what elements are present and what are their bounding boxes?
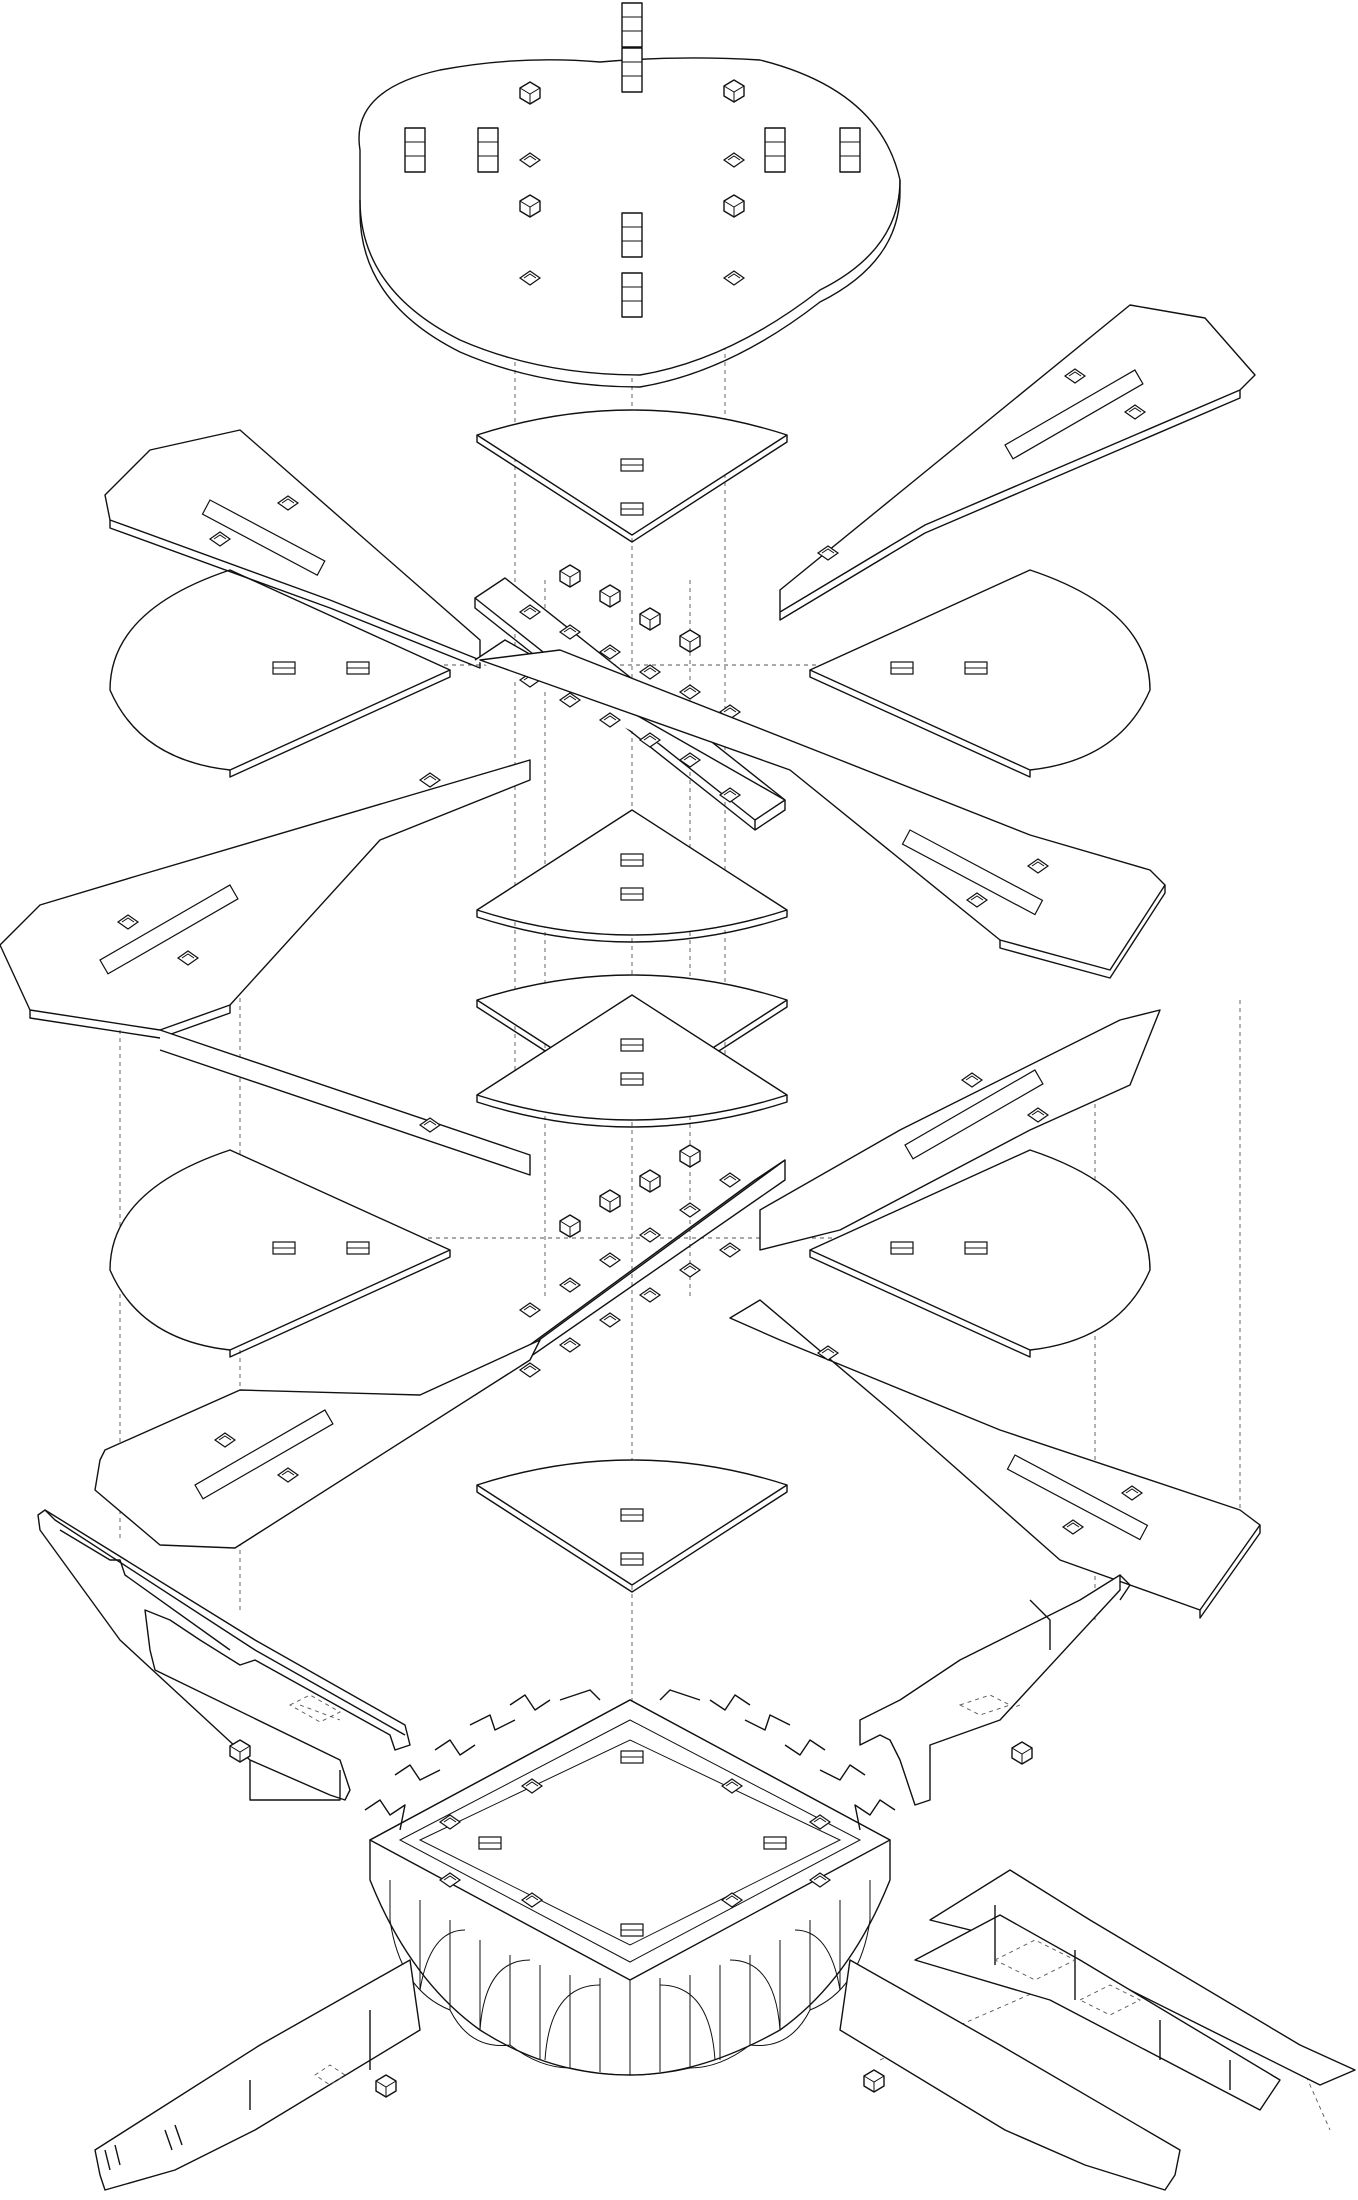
lower-left-leg [94, 1959, 421, 2191]
upper-cross-arm-left [104, 429, 481, 669]
central-dome-frame [364, 1689, 896, 2076]
upper-left-leg [37, 1509, 411, 1801]
upper-cross-arm-right [779, 304, 1256, 621]
upper-long-arm [479, 649, 1166, 979]
dome-grid-edges [364, 1689, 896, 1831]
middle-cross-arm-left [0, 759, 531, 1176]
middle-cross-arm-right [759, 1009, 1161, 1251]
top-disc [358, 2, 901, 388]
lower-right-leg-group [839, 1869, 1356, 2191]
upper-right-leg [859, 1574, 1131, 1806]
middle-long-arm [94, 1299, 1261, 1619]
